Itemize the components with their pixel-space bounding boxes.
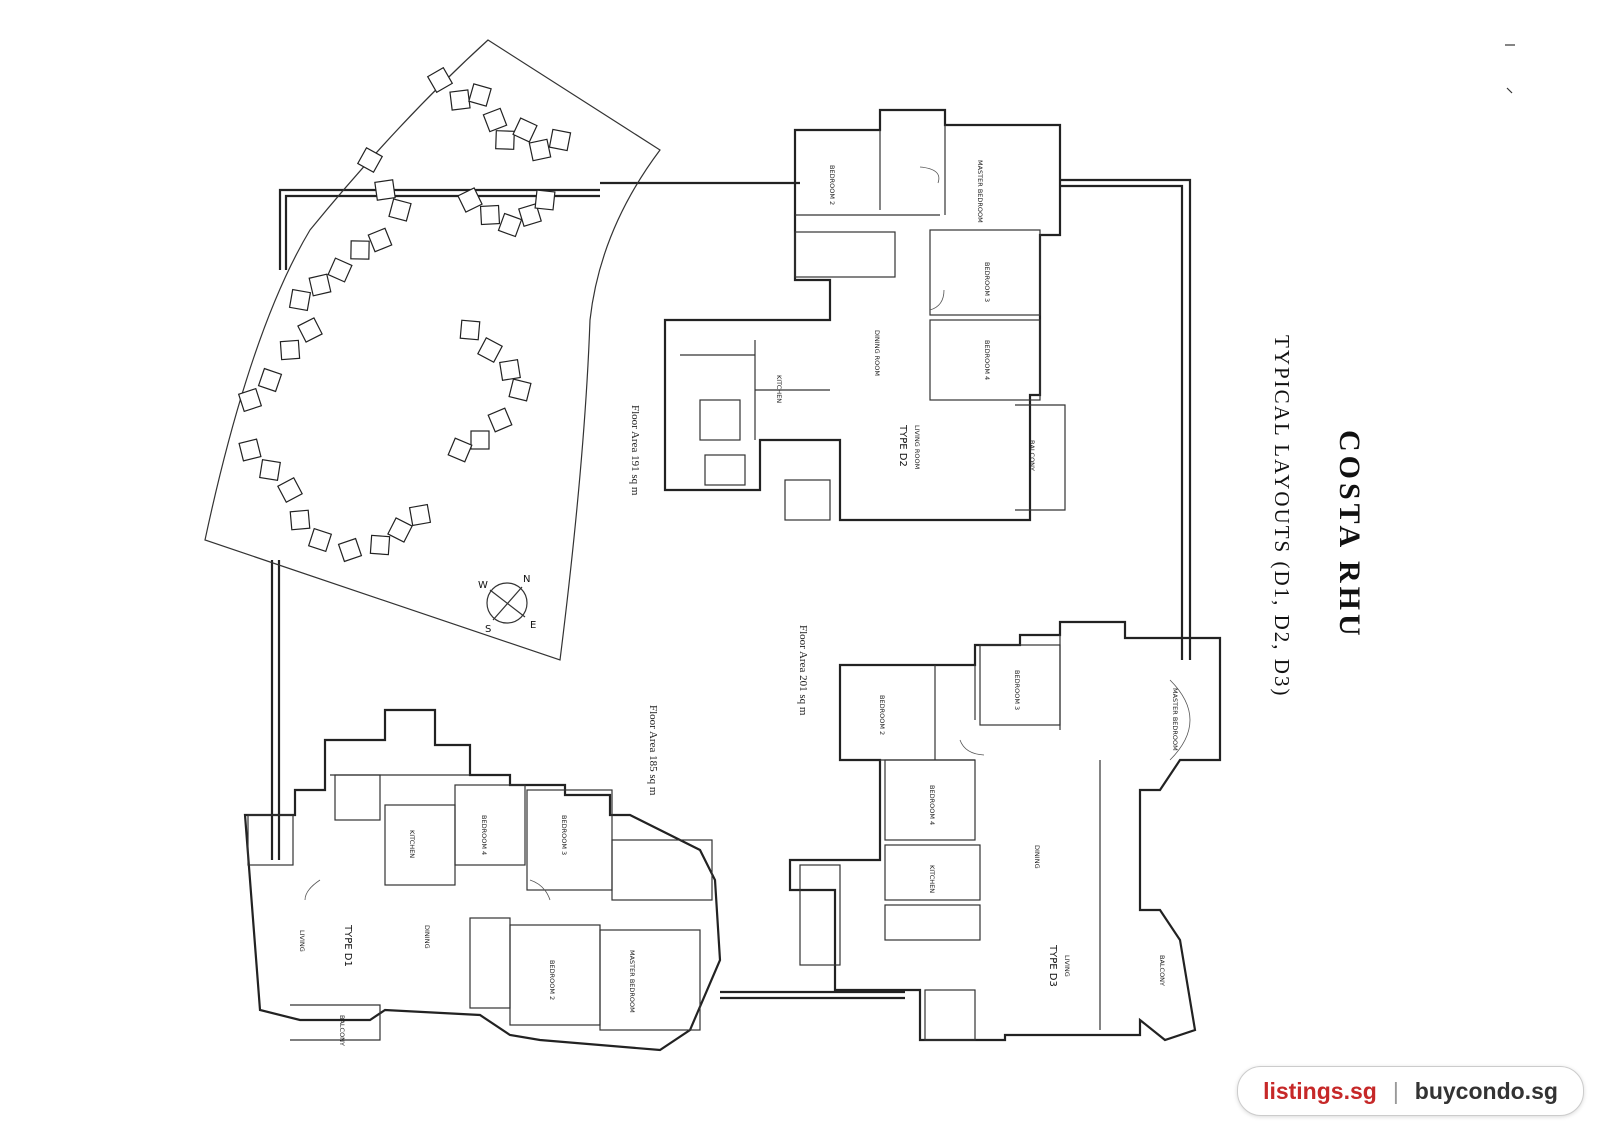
site-block xyxy=(468,83,492,107)
site-block xyxy=(408,503,432,527)
compass-east: E xyxy=(530,620,536,631)
site-block xyxy=(487,407,513,433)
site-block xyxy=(528,138,552,162)
d3-master-bedroom-label: MASTER BEDROOM xyxy=(1171,688,1179,751)
d3-bedroom-4-label: BEDROOM 4 xyxy=(928,785,936,825)
site-block xyxy=(479,204,501,226)
d2-bedroom-4-label: BEDROOM 4 xyxy=(983,340,991,380)
d3-kitchen-label: KITCHEN xyxy=(928,865,936,893)
site-plan: N E S W xyxy=(204,39,661,661)
d2-bedroom-3-label: BEDROOM 3 xyxy=(983,262,991,302)
d1-dining-label: DINING xyxy=(423,925,431,949)
site-block xyxy=(457,187,483,213)
watermark-separator: | xyxy=(1392,1077,1399,1104)
d3-bedroom-2-label: BEDROOM 2 xyxy=(878,695,886,735)
site-block xyxy=(388,198,412,222)
d2-living-room-label: LIVING ROOM xyxy=(913,425,921,469)
site-block xyxy=(447,437,473,463)
d1-master-bedroom-label: MASTER BEDROOM xyxy=(628,950,636,1013)
site-block xyxy=(426,66,454,94)
d3-floor-area: Floor Area 201 sq m xyxy=(797,625,809,716)
d2-floor-area: Floor Area 191 sq m xyxy=(629,405,641,496)
d1-bedroom-2-label: BEDROOM 2 xyxy=(548,960,556,1000)
site-block xyxy=(237,387,263,413)
site-block xyxy=(350,240,370,260)
d3-dining-label: DINING xyxy=(1033,845,1041,869)
site-block xyxy=(497,212,523,238)
frame-lines xyxy=(270,178,1192,1000)
site-block xyxy=(508,378,532,402)
compass: N E S W xyxy=(478,574,536,635)
d3-living-label: LIVING xyxy=(1063,955,1071,977)
site-block xyxy=(257,367,283,393)
site-block xyxy=(308,273,332,297)
watermark-right[interactable]: buycondo.sg xyxy=(1414,1077,1558,1104)
compass-north: N xyxy=(523,574,530,585)
site-block xyxy=(470,430,490,450)
unit-type-d2: BEDROOM 2 MASTER BEDROOM BEDROOM 3 BEDRO… xyxy=(629,108,1066,522)
d1-kitchen-label: KITCHEN xyxy=(408,830,416,858)
d2-bedroom-2-label: BEDROOM 2 xyxy=(828,165,836,205)
d1-floor-area: Floor Area 185 sq m xyxy=(647,705,659,796)
d2-dining-room-label: DINING ROOM xyxy=(873,330,881,376)
site-block xyxy=(289,509,311,531)
site-block xyxy=(259,459,281,481)
d2-type-label: TYPE D2 xyxy=(897,424,908,467)
d1-balcony-label: BALCONY xyxy=(338,1015,346,1046)
site-block xyxy=(477,337,503,363)
site-block xyxy=(356,146,384,174)
watermark-left[interactable]: listings.sg xyxy=(1263,1077,1377,1104)
watermark-badge[interactable]: listings.sg | buycondo.sg xyxy=(1237,1066,1584,1116)
d1-living-label: LIVING xyxy=(298,930,306,952)
site-block xyxy=(279,339,301,361)
site-block xyxy=(307,527,333,553)
d2-master-bedroom-label: MASTER BEDROOM xyxy=(976,160,984,223)
site-block xyxy=(369,534,391,556)
unit-type-d3: BEDROOM 2 BEDROOM 3 MASTER BEDROOM BEDRO… xyxy=(788,620,1222,1042)
d3-balcony-label: BALCONY xyxy=(1158,955,1166,986)
site-block xyxy=(518,203,542,227)
compass-south: S xyxy=(485,624,491,635)
site-boundary xyxy=(204,39,661,661)
d3-bedroom-3-label: BEDROOM 3 xyxy=(1013,670,1021,710)
site-block xyxy=(482,107,508,133)
compass-west: W xyxy=(478,580,488,591)
site-block xyxy=(534,189,556,211)
site-block xyxy=(495,130,515,150)
site-block xyxy=(512,117,538,143)
site-block xyxy=(548,128,572,152)
site-blocks xyxy=(237,66,572,563)
site-block xyxy=(499,359,521,381)
site-block xyxy=(288,288,312,312)
site-block xyxy=(387,517,413,543)
d1-bedroom-3-label: BEDROOM 3 xyxy=(560,815,568,855)
d1-bedroom-4-label: BEDROOM 4 xyxy=(480,815,488,855)
site-block xyxy=(449,89,471,111)
site-block xyxy=(327,257,353,283)
d3-type-label: TYPE D3 xyxy=(1047,944,1058,987)
page-subtitle: TYPICAL LAYOUTS (D1, D2, D3) xyxy=(1270,335,1294,697)
d1-type-label: TYPE D1 xyxy=(342,924,353,967)
d2-kitchen-label: KITCHEN xyxy=(775,375,783,403)
site-block xyxy=(337,537,363,563)
page-title: COSTA RHU xyxy=(1333,430,1366,640)
site-block xyxy=(277,477,303,503)
d2-balcony-label: BALCONY xyxy=(1028,440,1036,471)
site-block xyxy=(459,319,481,341)
site-block xyxy=(367,227,393,253)
site-block xyxy=(238,438,262,462)
site-block xyxy=(297,317,323,343)
unit-type-d1: KITCHEN BEDROOM 4 BEDROOM 3 BEDROOM 2 MA… xyxy=(243,705,722,1052)
site-block xyxy=(374,179,396,201)
